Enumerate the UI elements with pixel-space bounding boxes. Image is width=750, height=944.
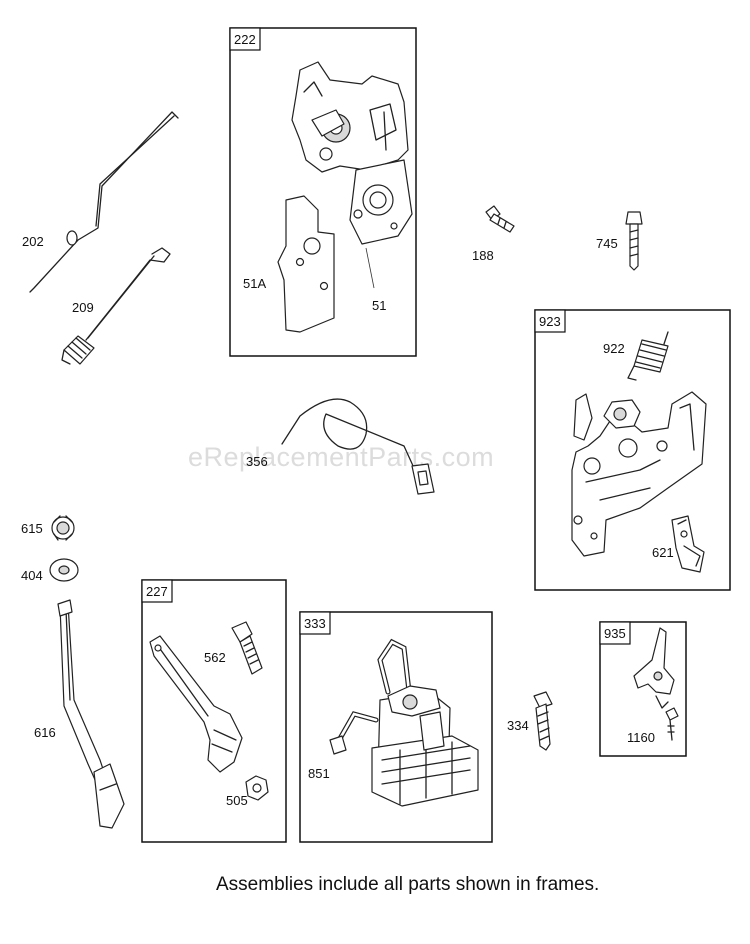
part-562-drawing [231, 621, 263, 675]
assembly-frame-923[interactable]: 923 [534, 309, 731, 591]
part-935-drawing [633, 627, 675, 709]
label-621: 621 [652, 545, 674, 560]
assembly-tag-935: 935 [604, 626, 626, 641]
label-188: 188 [472, 248, 494, 263]
label-851: 851 [308, 766, 330, 781]
part-404-drawing [49, 558, 79, 582]
label-615: 615 [21, 521, 43, 536]
assembly-tag-227: 227 [146, 584, 168, 599]
part-615-drawing [51, 515, 75, 541]
part-188-drawing [485, 205, 515, 233]
leader-51 [365, 247, 375, 289]
assembly-tag-222: 222 [234, 32, 256, 47]
part-334-drawing [533, 691, 553, 751]
label-505: 505 [226, 793, 248, 808]
assembly-tag-333: 333 [304, 616, 326, 631]
part-227-lever-drawing [149, 635, 243, 773]
label-922: 922 [603, 341, 625, 356]
label-404: 404 [21, 568, 43, 583]
label-356: 356 [246, 454, 268, 469]
label-616: 616 [34, 725, 56, 740]
label-562: 562 [204, 650, 226, 665]
part-1160-drawing [665, 707, 679, 741]
assembly-frame-227[interactable]: 227 [141, 579, 287, 843]
label-51: 51 [372, 298, 386, 313]
label-334: 334 [507, 718, 529, 733]
part-51A-drawing [277, 195, 335, 333]
label-745: 745 [596, 236, 618, 251]
label-51A: 51A [243, 276, 266, 291]
assembly-tag-923: 923 [539, 314, 561, 329]
part-505-drawing [245, 775, 269, 801]
part-745-drawing [625, 211, 643, 271]
footer-note: Assemblies include all parts shown in fr… [216, 874, 599, 895]
label-1160: 1160 [627, 730, 655, 745]
part-51-drawing [291, 61, 413, 245]
label-209: 209 [72, 300, 94, 315]
watermark: eReplacementParts.com [188, 442, 494, 472]
part-616-drawing [57, 599, 125, 829]
assembly-frame-222[interactable]: 222 [229, 27, 417, 357]
part-202-drawing [29, 111, 179, 293]
part-922-drawing [627, 331, 669, 381]
part-923-drawing [571, 391, 707, 557]
part-209-drawing [61, 247, 171, 365]
assembly-frame-935[interactable]: 935 [599, 621, 687, 757]
part-356-drawing [281, 398, 435, 495]
part-333-coil-drawing [329, 638, 479, 807]
label-202: 202 [22, 234, 44, 249]
assembly-frame-333[interactable]: 333 [299, 611, 493, 843]
part-621-drawing [671, 515, 705, 573]
